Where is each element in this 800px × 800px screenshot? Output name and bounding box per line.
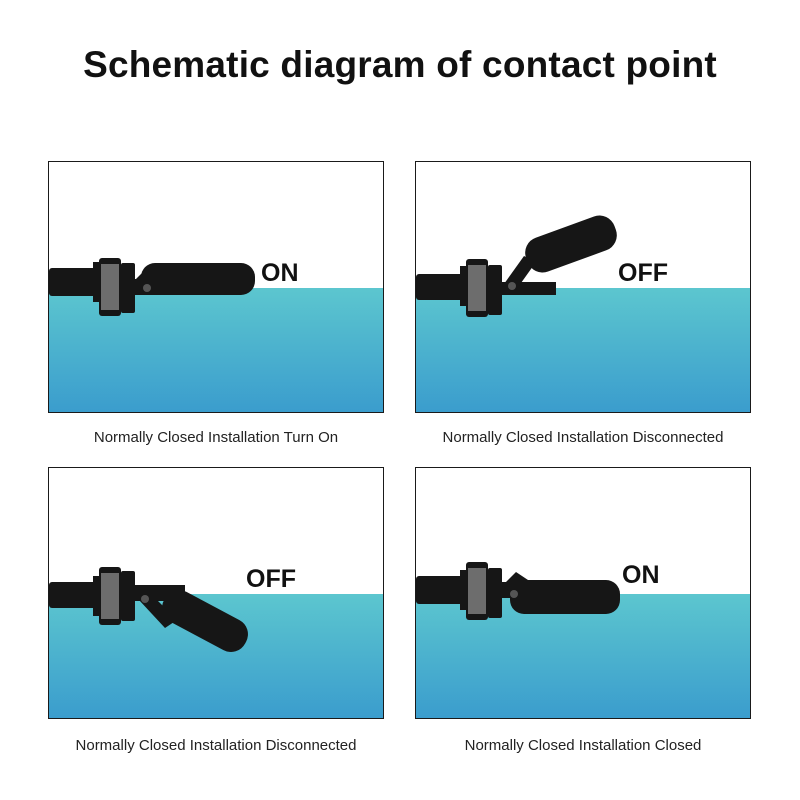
diagram-panel-2: OFF [415,161,751,413]
panel-2-illustration [416,215,750,412]
state-label: ON [622,561,660,589]
float-switch [49,567,248,652]
page-title: Schematic diagram of contact point [83,44,717,85]
panel-caption: Normally Closed Installation Disconnecte… [442,429,724,446]
panel-caption: Normally Closed Installation Closed [464,737,702,754]
float-switch [416,562,620,620]
state-label: OFF [246,565,296,593]
diagram-panel-1: ON [48,161,384,413]
panel-caption: Normally Closed Installation Turn On [93,429,339,446]
float-switch [416,215,617,317]
diagram-panel-3: OFF [48,467,384,719]
panel-1-illustration [49,258,383,412]
float-switch [49,258,255,316]
state-label: ON [261,259,299,287]
panel-3-illustration [49,567,383,718]
panel-4-illustration [416,562,750,718]
panel-caption: Normally Closed Installation Disconnecte… [75,737,357,754]
state-label: OFF [618,259,668,287]
diagram-panel-4: ON [415,467,751,719]
